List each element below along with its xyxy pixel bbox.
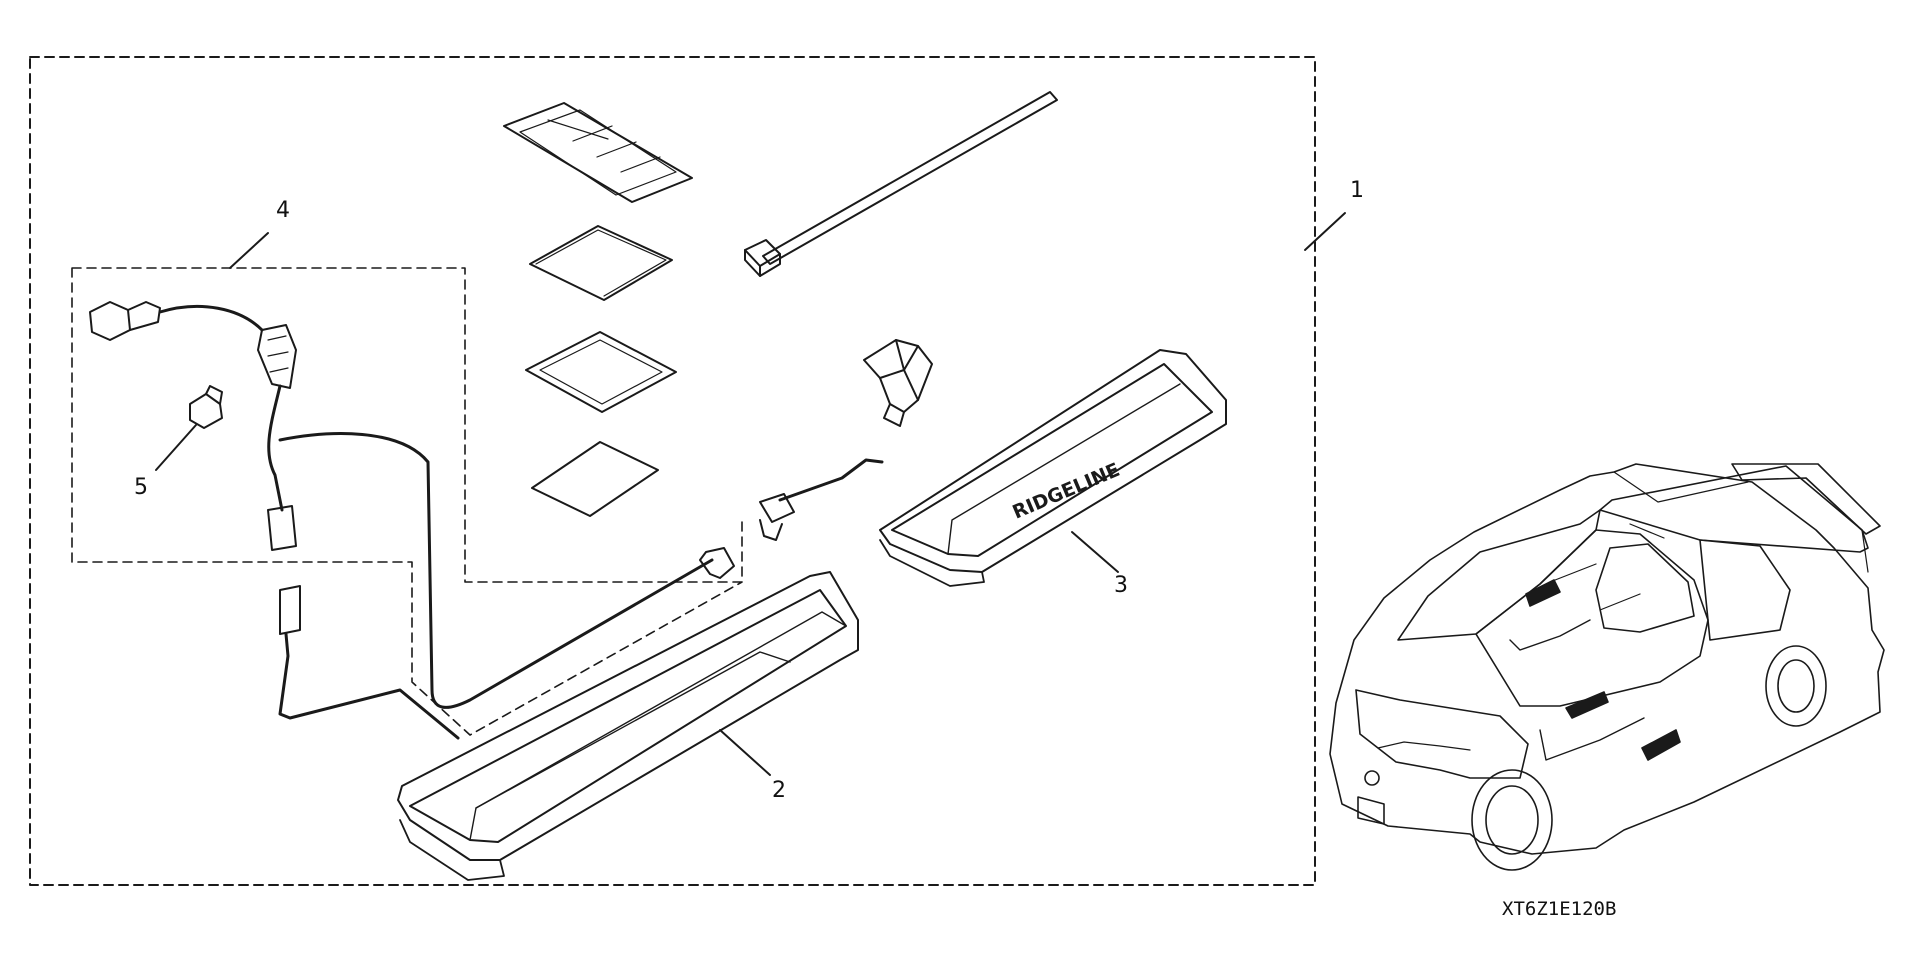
- leader-subharness: [229, 232, 269, 269]
- harness-subkit-boundary: [71, 267, 743, 736]
- front-sill-trim-icon: [397, 571, 859, 881]
- kit-boundary: [29, 56, 1316, 886]
- callout-sub-harness: 4: [276, 198, 290, 223]
- protective-film-icon: [531, 441, 659, 517]
- drawing-code: XT6Z1E120B: [1502, 898, 1617, 920]
- callout-kit: 1: [1350, 178, 1364, 203]
- sub-harness-icon: [89, 301, 735, 740]
- rear-sill-trim-icon: [759, 349, 1227, 587]
- leader-kit: [1304, 212, 1346, 251]
- leader-front-sill: [719, 729, 771, 776]
- double-sided-tape-sheet-icon: [503, 102, 693, 203]
- leader-rear-sill: [1071, 531, 1119, 573]
- leader-fuse: [155, 424, 197, 471]
- cable-tie-icon: [744, 91, 1058, 277]
- clip-icon: [863, 339, 933, 427]
- callout-front-sill-trim: 2: [772, 778, 786, 803]
- rear-sill-emblem: RIDGELINE: [1009, 459, 1123, 524]
- fuse-icon: [189, 385, 223, 429]
- vehicle-illustration: [1329, 463, 1885, 871]
- callout-fuse: 5: [134, 475, 148, 500]
- cleaning-pad-icon: [529, 225, 673, 301]
- callout-rear-sill-trim: 3: [1114, 573, 1128, 598]
- adhesion-promoter-pad-icon: [525, 331, 677, 413]
